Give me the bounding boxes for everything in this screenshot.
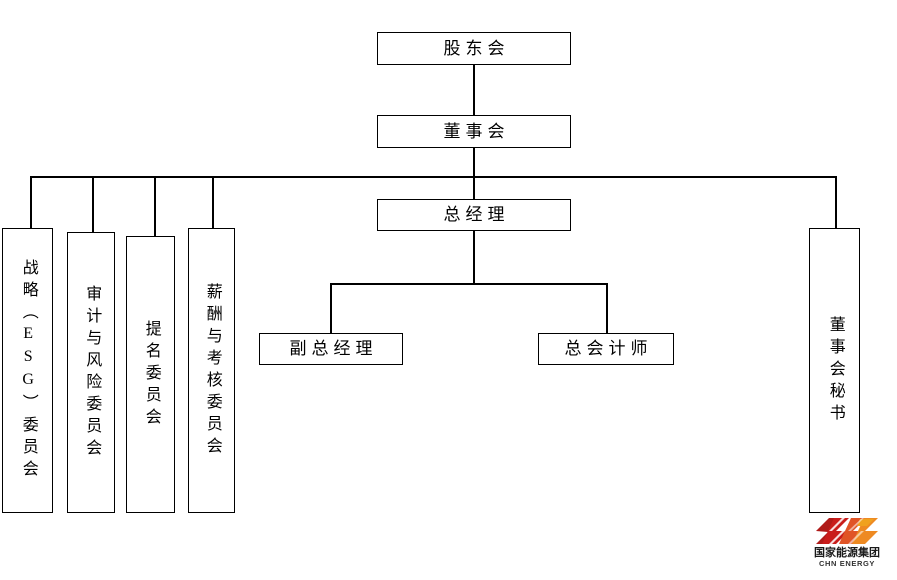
- node-general-manager-label: 总经理: [443, 205, 510, 225]
- company-logo: 国家能源集团 CHN ENERGY: [801, 516, 893, 576]
- connector-bus-to-strategy-committee: [30, 176, 32, 228]
- node-chief-accountant[interactable]: 总会计师: [538, 333, 674, 365]
- bus-line-manager-level: [330, 283, 608, 285]
- connector-bus-to-remuneration-committee: [212, 176, 214, 228]
- connector-bus-to-board-secretary: [835, 176, 837, 228]
- node-board-of-directors[interactable]: 董事会: [377, 115, 571, 148]
- connector-bus-to-nomination-committee: [154, 176, 156, 236]
- connector-general-manager-to-sub-bus: [473, 231, 475, 283]
- node-shareholders-meeting[interactable]: 股东会: [377, 32, 571, 65]
- logo-english-name: CHN ENERGY: [818, 559, 875, 568]
- node-remuneration-appraisal-committee[interactable]: 薪酬与考核委员会: [188, 228, 235, 513]
- chn-energy-logo-icon: [816, 518, 878, 544]
- node-deputy-general-manager[interactable]: 副总经理: [259, 333, 403, 365]
- connector-sub-bus-to-chief-accountant: [606, 283, 608, 333]
- node-strategy-esg-committee-label: 战略（ESG）委员会: [19, 259, 37, 482]
- node-remuneration-appraisal-committee-label: 薪酬与考核委员会: [203, 282, 221, 459]
- node-deputy-general-manager-label: 副总经理: [289, 339, 378, 359]
- node-board-secretary-label: 董事会秘书: [826, 315, 844, 426]
- connector-bus-to-general-manager: [473, 176, 475, 199]
- connector-bus-to-audit-committee: [92, 176, 94, 232]
- connector-sub-bus-to-deputy-general-manager: [330, 283, 332, 333]
- bus-line-board-level: [30, 176, 836, 178]
- connector-shareholders-to-board: [473, 65, 475, 115]
- node-nomination-committee[interactable]: 提名委员会: [126, 236, 175, 513]
- node-audit-risk-committee-label: 审计与风险委员会: [83, 284, 101, 461]
- node-board-secretary[interactable]: 董事会秘书: [809, 228, 860, 513]
- node-audit-risk-committee[interactable]: 审计与风险委员会: [67, 232, 115, 513]
- logo-chinese-name: 国家能源集团: [814, 546, 880, 559]
- node-chief-accountant-label: 总会计师: [564, 339, 653, 359]
- connector-board-to-bus: [473, 148, 475, 176]
- node-general-manager[interactable]: 总经理: [377, 199, 571, 231]
- node-nomination-committee-label: 提名委员会: [142, 319, 160, 430]
- node-board-of-directors-label: 董事会: [443, 121, 510, 141]
- node-strategy-esg-committee[interactable]: 战略（ESG）委员会: [2, 228, 53, 513]
- node-shareholders-meeting-label: 股东会: [443, 38, 510, 58]
